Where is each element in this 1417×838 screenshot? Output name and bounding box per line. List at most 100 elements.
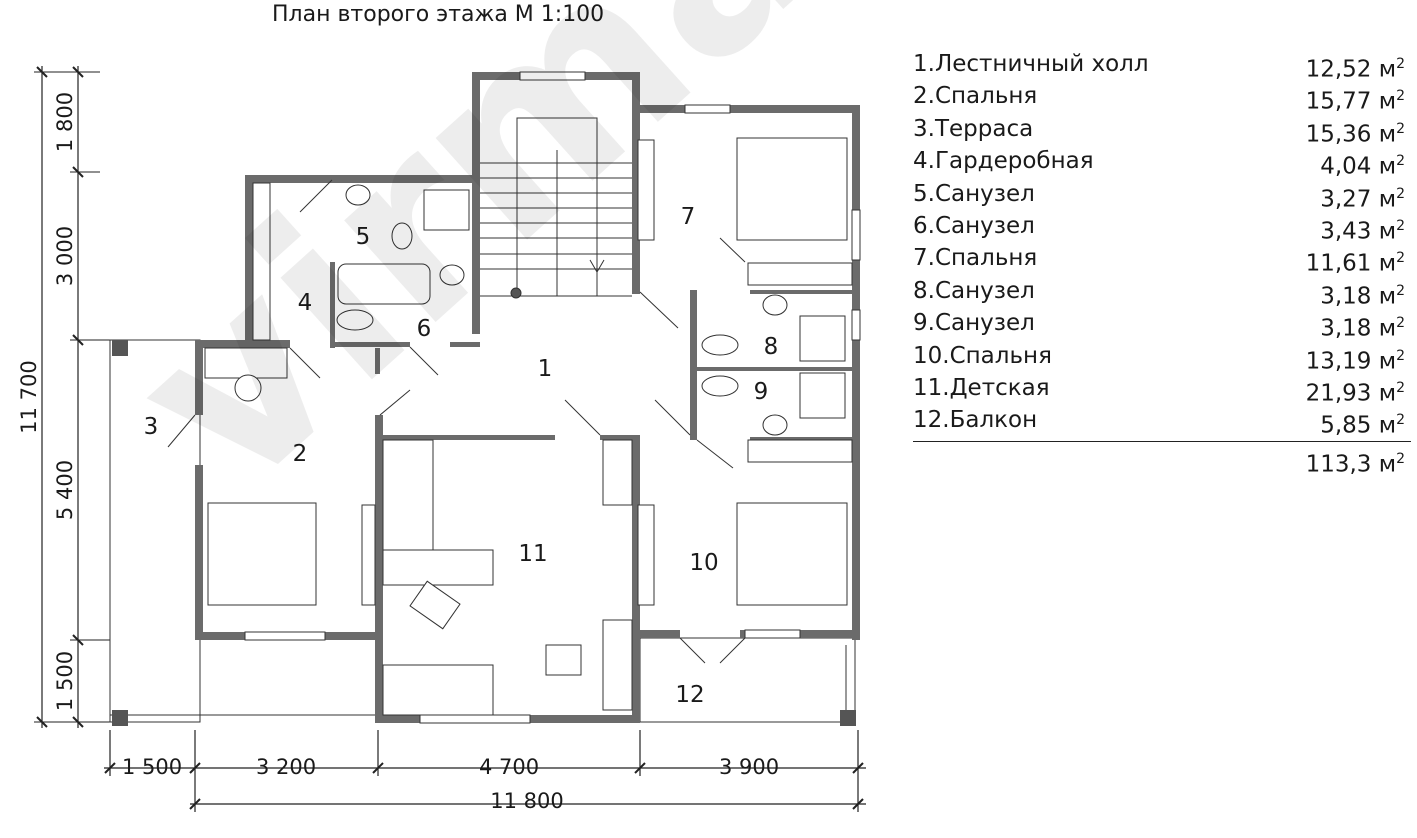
room-row: 6.Санузел 3,43 м2 [913,210,1411,245]
dim-left-total: 11 700 [17,360,41,433]
dim-bottom-2: 3 200 [256,755,316,779]
dim-left-3: 5 400 [53,460,77,520]
room-area: 3,27 м2 [1320,185,1405,213]
room-number-7: 7 [681,204,696,230]
room-area: 12,52 м2 [1305,56,1405,83]
room-name: 9.Санузел [913,310,1035,337]
bed-room-7 [736,137,848,241]
dim-left-4: 1 500 [53,651,77,711]
dim-left-2: 3 000 [53,226,77,286]
room-number-8: 8 [764,334,779,360]
bed-room-11-2 [382,664,494,716]
room-name: 2.Спальня [913,83,1038,110]
wardrobe [602,619,633,711]
room-name: 5.Санузел [913,180,1035,207]
divider [913,440,1411,442]
room-area: 3,18 м2 [1320,315,1405,342]
room-name: 1.Лестничный холл [913,51,1149,77]
wardrobe [252,182,271,341]
room-name: 8.Санузел [913,277,1035,304]
room-row: 3.Терраса 15,36 м2 [913,113,1411,148]
room-area: 3,18 м2 [1320,282,1405,310]
toilet [391,222,413,250]
dim-left-1: 1 800 [53,92,77,152]
sink [762,294,788,316]
room-row: 8.Санузел 3,18 м2 [913,275,1411,310]
room-name: 4.Гардеробная [913,148,1094,175]
bed-room-2 [207,502,317,606]
toilet [701,375,739,397]
room-name: 10.Спальня [913,342,1052,369]
room-schedule: 1.Лестничный холл 12,52 м2 2.Спальня 15,77… [913,48,1411,481]
room-row: 11.Детская 21,93 м2 [913,372,1411,407]
furniture [204,137,853,716]
room-name: 7.Спальня [913,245,1038,272]
shower [799,315,846,362]
shower [799,372,846,419]
room-area: 4,04 м2 [1320,153,1405,180]
room-row: 2.Спальня 15,77 м2 [913,80,1411,116]
room-area: 5,85 м2 [1320,412,1405,439]
room-number-11: 11 [518,541,547,567]
room-area: 15,77 м2 [1305,88,1405,116]
tv-stand [361,504,376,606]
sink [439,264,465,286]
room-area: 13,19 м2 [1305,347,1405,375]
room-row: 9.Санузел 3,18 м2 [913,307,1411,342]
dresser [204,347,288,379]
wardrobe [747,262,853,286]
dim-bottom-3: 4 700 [479,755,539,779]
toilet [336,309,374,331]
room-number-3: 3 [144,414,159,440]
dimension-labels: 1 800 3 000 5 400 1 500 11 700 1 500 3 2… [17,92,779,813]
room-number-2: 2 [293,441,308,467]
room-row: 4.Гардеробная 4,04 м2 [913,145,1411,180]
tv-stand [637,504,655,606]
room-row: 5.Санузел 3,27 м2 [913,178,1411,213]
wardrobe [747,439,853,463]
room-row: 10.Спальня 13,19 м2 [913,340,1411,375]
chair [234,374,262,402]
bed-room-10 [736,502,848,606]
room-number-12: 12 [675,682,704,708]
windows [244,71,861,724]
sink [762,414,788,436]
room-area: 3,43 м2 [1320,217,1405,245]
room-name: 12.Балкон [913,407,1038,434]
dim-bottom-4: 3 900 [719,755,779,779]
total-area: 113,3 м2 [1305,450,1405,478]
chair [545,644,582,676]
room-row: 7.Спальня 11,61 м2 [913,242,1411,277]
room-area: 15,36 м2 [1305,120,1405,148]
bed-room-11 [382,439,434,551]
chair [409,580,461,630]
desk [382,549,494,586]
room-area: 11,61 м2 [1305,250,1405,277]
bathtub [337,263,431,305]
staircase [480,117,632,299]
tv-stand [637,139,655,241]
room-number-6: 6 [417,316,432,342]
sink [345,184,371,206]
room-number-5: 5 [356,224,371,250]
room-name: 11.Детская [913,374,1050,401]
door-swings [167,179,746,664]
plan-title: План второго этажа М 1:100 [272,2,605,27]
room-number-9: 9 [754,379,769,405]
dim-bottom-total: 11 800 [490,789,563,813]
room-number-4: 4 [298,290,313,316]
dim-bottom-1: 1 500 [122,755,182,779]
room-number-1: 1 [538,356,553,382]
room-area: 21,93 м2 [1305,379,1405,407]
room-name: 3.Терраса [913,115,1034,142]
room-numbers: 1 2 3 4 5 6 7 8 9 10 11 12 [144,204,779,708]
toilet [701,334,739,356]
shower [423,189,470,231]
room-name: 6.Санузел [913,212,1035,239]
room-number-10: 10 [689,550,718,576]
dimension-lines [34,66,866,812]
terrace-posts [112,340,856,726]
wardrobe [602,439,633,506]
room-row: 12.Балкон 5,85 м2 [913,404,1411,439]
